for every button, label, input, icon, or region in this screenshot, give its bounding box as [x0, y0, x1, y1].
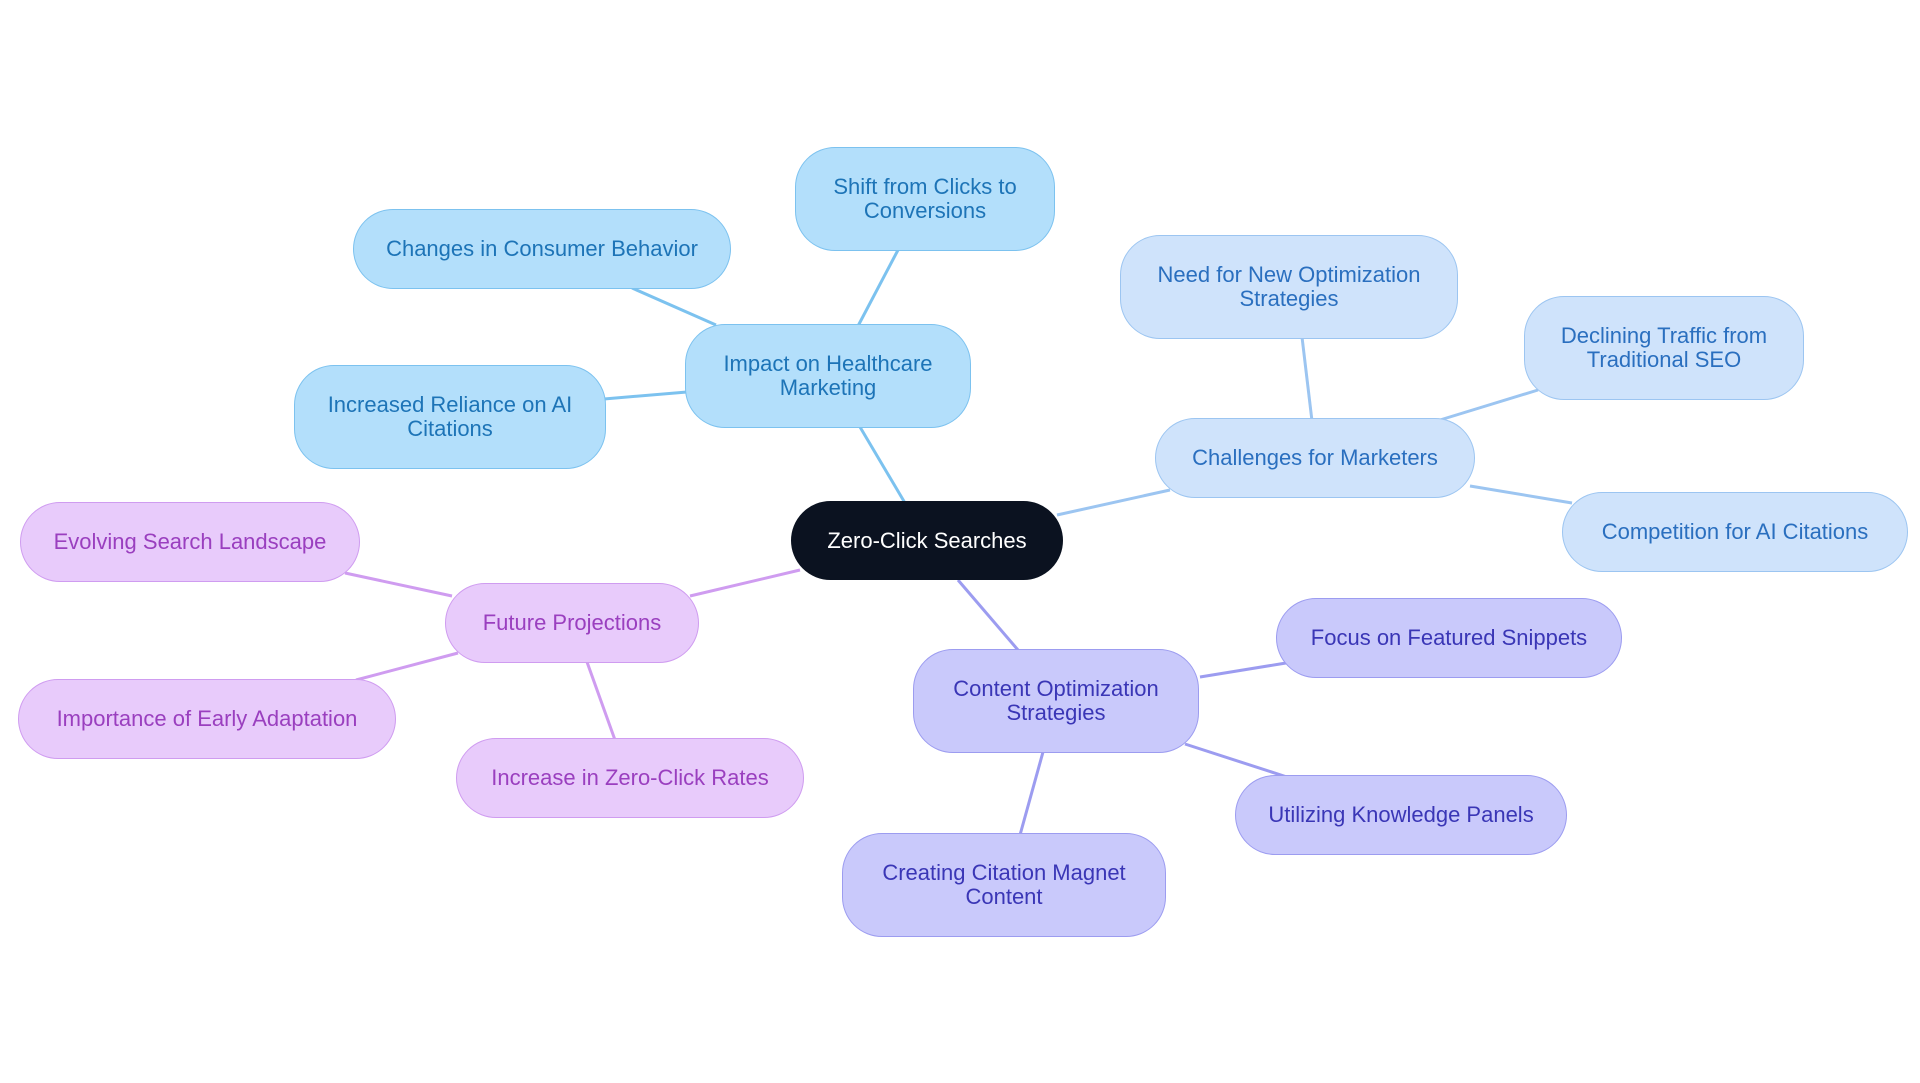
edge-content-panels	[1184, 742, 1288, 779]
leaf-node-competition-ai: Competition for AI Citations	[1562, 492, 1908, 572]
branch-node-challenges: Challenges for Marketers	[1155, 418, 1475, 498]
edge-root-content	[956, 579, 1020, 651]
leaf-node-shift-clicks: Shift from Clicks to Conversions	[795, 147, 1055, 251]
leaf-node-evolving-landscape: Evolving Search Landscape	[20, 502, 360, 582]
leaf-node-declining-traffic: Declining Traffic from Traditional SEO	[1524, 296, 1804, 400]
leaf-node-new-optimization: Need for New Optimization Strategies	[1120, 235, 1458, 339]
edge-content-snippets	[1199, 661, 1287, 679]
edge-impact-consumer	[631, 286, 717, 327]
edge-challenges-competition	[1469, 484, 1573, 505]
edge-root-future	[689, 568, 801, 598]
edge-root-challenges	[1056, 488, 1171, 517]
edge-future-increase	[585, 661, 617, 741]
edge-future-evolving	[344, 571, 453, 598]
edge-content-citation	[1018, 751, 1045, 836]
edge-root-impact	[858, 426, 907, 504]
branch-node-future-projections: Future Projections	[445, 583, 699, 663]
edge-challenges-need	[1300, 336, 1314, 422]
edge-impact-shift	[856, 249, 900, 327]
leaf-node-knowledge-panels: Utilizing Knowledge Panels	[1235, 775, 1567, 855]
branch-node-content-optimization: Content Optimization Strategies	[913, 649, 1199, 753]
leaf-node-early-adaptation: Importance of Early Adaptation	[18, 679, 396, 759]
root-node: Zero-Click Searches	[791, 501, 1063, 580]
edge-future-importance	[355, 651, 459, 682]
leaf-node-zero-click-rates: Increase in Zero-Click Rates	[456, 738, 804, 818]
edge-challenges-declining	[1439, 388, 1539, 422]
leaf-node-featured-snippets: Focus on Featured Snippets	[1276, 598, 1622, 678]
leaf-node-consumer-behavior: Changes in Consumer Behavior	[353, 209, 731, 289]
branch-node-impact-healthcare: Impact on Healthcare Marketing	[685, 324, 971, 428]
leaf-node-ai-reliance: Increased Reliance on AI Citations	[294, 365, 606, 469]
leaf-node-citation-magnet: Creating Citation Magnet Content	[842, 833, 1166, 937]
edge-impact-reliance	[603, 390, 688, 401]
